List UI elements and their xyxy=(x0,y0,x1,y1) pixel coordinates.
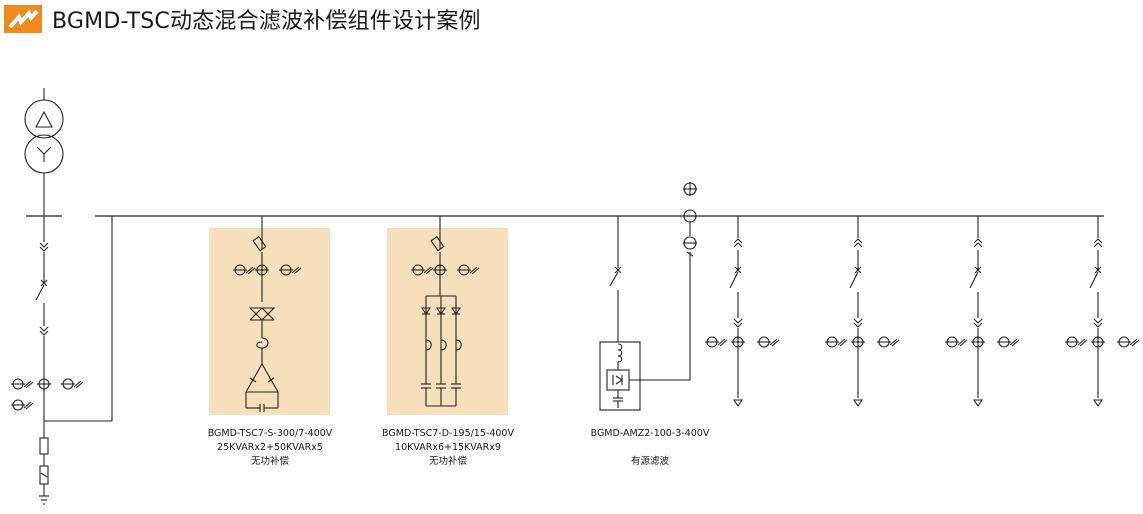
tsc-module-panel-1 xyxy=(209,228,330,415)
module-3-function: 有源滤波 xyxy=(630,456,669,467)
lightning-logo-icon xyxy=(8,9,39,29)
module-1-label: BGMD-TSC7-S-300/7-400V 25KVARx2+50KVARx5… xyxy=(180,427,360,469)
page-title: BGMD-TSC动态混合滤波补偿组件设计案例 xyxy=(52,9,481,34)
header: BGMD-TSC动态混合滤波补偿组件设计案例 xyxy=(4,4,481,34)
module-1-spec: 25KVARx2+50KVARx5 xyxy=(217,442,323,453)
tsc-module-2-circuit xyxy=(410,216,480,407)
module-1-model: BGMD-TSC7-S-300/7-400V xyxy=(207,428,333,439)
module-3-label: BGMD-AMZ2-100-3-400V 有源滤波 xyxy=(560,427,740,469)
incoming-feeder xyxy=(10,216,113,505)
module-3-model: BGMD-AMZ2-100-3-400V xyxy=(590,428,710,439)
bus-current-transformers xyxy=(683,182,697,257)
module-1-function: 无功补偿 xyxy=(250,456,289,467)
tsc-module-panel-2 xyxy=(387,228,508,415)
feeder-1 xyxy=(704,216,780,407)
tsc-module-1-circuit xyxy=(232,216,302,412)
module-3-spec xyxy=(560,441,740,455)
module-2-function: 无功补偿 xyxy=(428,456,467,467)
transformer-icon xyxy=(24,88,64,216)
feeder-3 xyxy=(944,216,1020,407)
module-2-model: BGMD-TSC7-D-195/15-400V xyxy=(382,428,514,439)
feeder-4 xyxy=(1064,216,1140,407)
apf-module-circuit xyxy=(599,216,691,411)
feeder-2 xyxy=(824,216,900,407)
logo-icon xyxy=(4,5,42,33)
module-2-label: BGMD-TSC7-D-195/15-400V 10KVARx6+15KVARx… xyxy=(358,427,538,469)
module-2-spec: 10KVARx6+15KVARx9 xyxy=(395,442,501,453)
